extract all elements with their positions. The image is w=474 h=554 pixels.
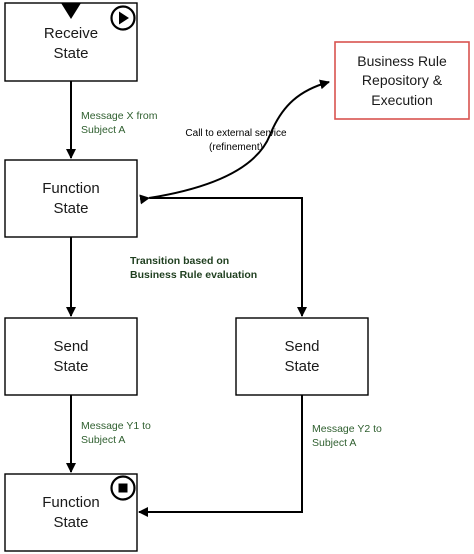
business-rule-label-line2: Repository & <box>362 72 443 88</box>
function-state-top-label-line1: Function <box>42 180 100 197</box>
business-rule-repository[interactable]: Business Rule Repository & Execution <box>334 41 470 120</box>
message-y2-label-line2: Subject A <box>312 437 356 449</box>
end-stop-icon <box>110 475 136 501</box>
function-state-bottom-label-line1: Function <box>42 494 100 511</box>
function-state-top[interactable]: Function State <box>4 159 138 238</box>
start-play-icon <box>110 5 136 31</box>
function-state-bottom[interactable]: Function State <box>4 473 138 552</box>
edge-call-external-service <box>139 79 330 205</box>
message-x-label-line1: Message X from <box>81 110 158 122</box>
business-rule-label-line1: Business Rule <box>357 53 447 69</box>
send-state-left-label-line1: Send <box>53 338 88 355</box>
receive-state-label-line2: State <box>53 45 88 62</box>
send-state-left-label-line2: State <box>53 358 88 375</box>
entry-marker-icon <box>61 3 81 19</box>
message-x-label-line2: Subject A <box>81 124 125 136</box>
transition-label-line1: Transition based on <box>130 255 229 267</box>
message-y2-label-line1: Message Y2 to <box>312 423 382 435</box>
call-external-label-line1: Call to external service <box>185 128 287 139</box>
message-y1-label-line1: Message Y1 to <box>81 420 151 432</box>
receive-state[interactable]: Receive State <box>4 2 138 82</box>
send-state-right-label-line1: Send <box>284 338 319 355</box>
transition-label-line2: Business Rule evaluation <box>130 269 257 281</box>
function-state-top-label-line2: State <box>53 200 88 217</box>
message-y1-label-line2: Subject A <box>81 434 125 446</box>
call-external-label-line2: (refinement) <box>209 142 263 153</box>
edge-function-to-send-right <box>150 197 307 317</box>
send-state-right[interactable]: Send State <box>235 317 369 396</box>
business-rule-label-line3: Execution <box>371 92 432 108</box>
function-state-bottom-label-line2: State <box>53 514 88 531</box>
send-state-right-label-line2: State <box>284 358 319 375</box>
receive-state-label-line1: Receive <box>44 25 98 42</box>
send-state-left[interactable]: Send State <box>4 317 138 396</box>
edge-send-right-to-function-bottom <box>138 395 303 517</box>
